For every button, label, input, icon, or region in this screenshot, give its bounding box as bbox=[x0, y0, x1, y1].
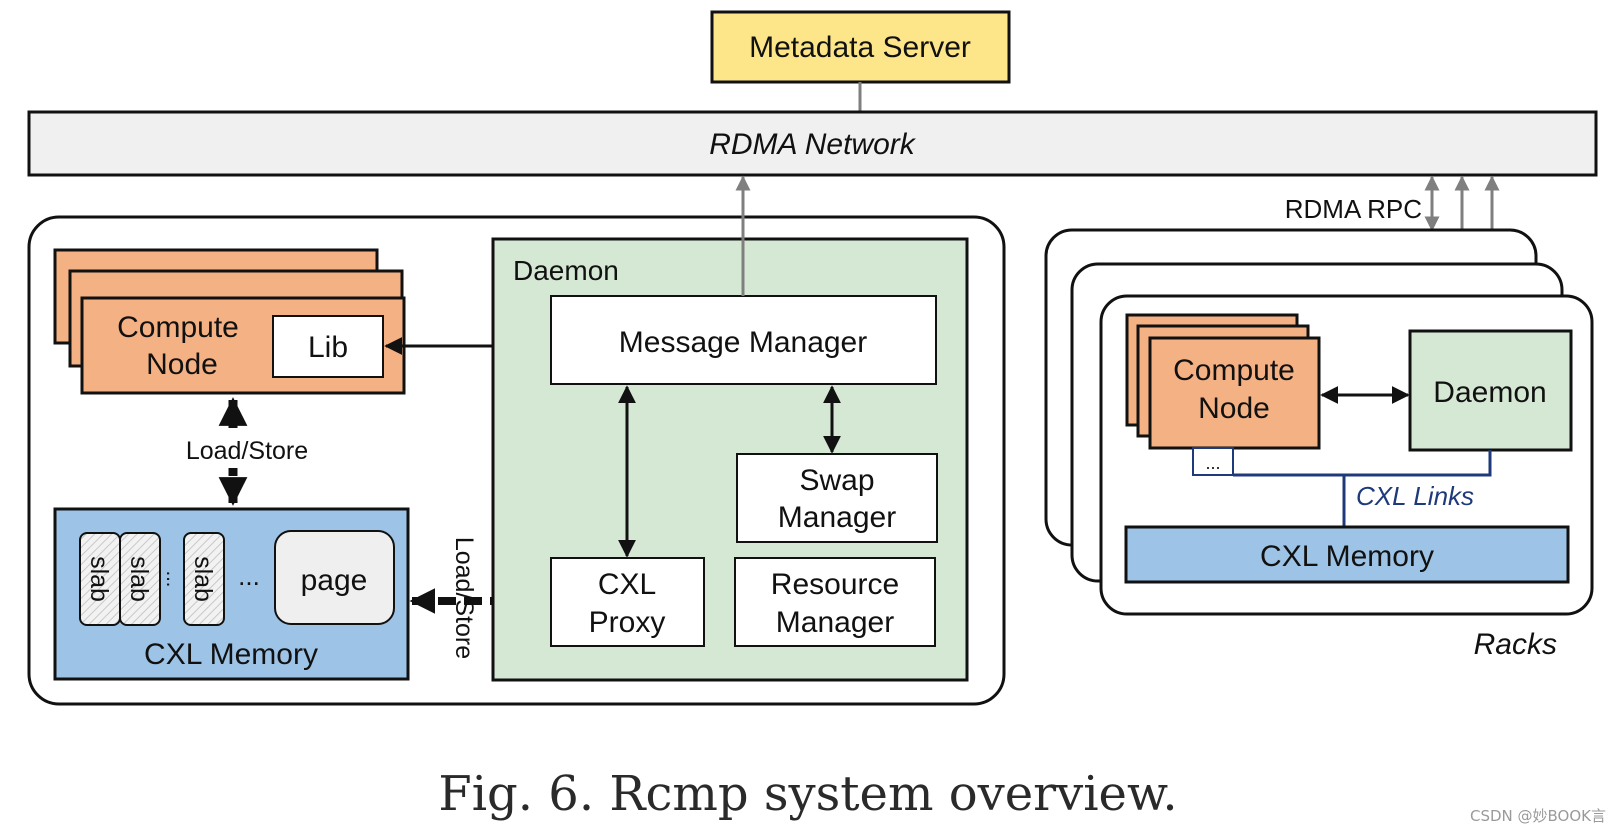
cxl-proxy bbox=[550, 557, 705, 647]
right-compute-node bbox=[1148, 336, 1321, 450]
right-compute-node-line1: Compute bbox=[1173, 354, 1295, 387]
right-compute-node-line2: Node bbox=[1198, 392, 1270, 425]
resource-manager-line1: Resource bbox=[771, 568, 899, 601]
daemon: Daemon Message Manager Swap Manager CXL … bbox=[491, 237, 969, 682]
cxl-links-label: CXL Links bbox=[1356, 481, 1474, 511]
right-cxl-memory-label: CXL Memory bbox=[1260, 540, 1434, 573]
memory-proxy-load-store-label: Load/Store bbox=[450, 537, 478, 659]
cxl-memory-left-label: CXL Memory bbox=[144, 638, 318, 671]
right-compute-node-stack: Compute Node bbox=[1125, 313, 1321, 450]
swap-manager-line2: Manager bbox=[778, 501, 896, 534]
daemon-title: Daemon bbox=[513, 255, 619, 286]
swap-manager bbox=[736, 453, 938, 543]
page-label: page bbox=[301, 564, 368, 597]
rdma-rpc-label: RDMA RPC bbox=[1285, 194, 1422, 224]
slab-dots: ... bbox=[162, 571, 184, 588]
slab-block-2 bbox=[119, 532, 161, 626]
compute-node-label-line2: Node bbox=[146, 348, 218, 381]
resource-manager-line2: Manager bbox=[776, 606, 894, 639]
cxl-links: ... CXL Links bbox=[1192, 447, 1492, 527]
slab-label-2: slab bbox=[125, 556, 153, 602]
compute-node-label-line1: Compute bbox=[117, 311, 239, 344]
rdma-network-label: RDMA Network bbox=[709, 128, 917, 161]
figure-caption: Fig. 6. Rcmp system overview. bbox=[438, 766, 1177, 822]
resource-manager bbox=[734, 557, 936, 647]
lib-label: Lib bbox=[308, 331, 348, 364]
right-daemon: Daemon bbox=[1408, 329, 1573, 452]
slab-block-3 bbox=[183, 532, 225, 626]
compute-cxl-load-store: Load/Store bbox=[186, 397, 308, 506]
cxl-port bbox=[1192, 447, 1234, 476]
lib-box bbox=[272, 315, 384, 378]
slab-label-1: slab bbox=[85, 556, 113, 602]
metadata-server: Metadata Server bbox=[710, 10, 1011, 84]
compute-node-stack: Compute Node Lib bbox=[53, 248, 406, 395]
right-daemon-label: Daemon bbox=[1433, 376, 1546, 409]
cxl-port-dots: ... bbox=[1205, 453, 1220, 473]
racks-label: Racks bbox=[1474, 628, 1557, 661]
cxl-memory-left: slab slab slab ... ... page CXL Memory bbox=[53, 507, 410, 681]
cxl-proxy-line2: Proxy bbox=[589, 606, 666, 639]
watermark: CSDN @妙BOOK言 bbox=[1470, 807, 1606, 825]
load-store-label: Load/Store bbox=[186, 437, 308, 465]
message-manager-label: Message Manager bbox=[619, 326, 867, 359]
rdma-network: RDMA Network bbox=[27, 110, 1598, 177]
page-block bbox=[274, 530, 395, 625]
metadata-server-label: Metadata Server bbox=[749, 31, 971, 64]
cxl-proxy-line1: CXL bbox=[598, 568, 656, 601]
cxl-bus-line bbox=[1233, 450, 1492, 477]
right-cxl-memory: CXL Memory bbox=[1124, 525, 1570, 584]
slab-label-3: slab bbox=[189, 556, 217, 602]
cxl-memory-ellipsis: ... bbox=[238, 561, 260, 591]
swap-manager-line1: Swap bbox=[799, 464, 874, 497]
